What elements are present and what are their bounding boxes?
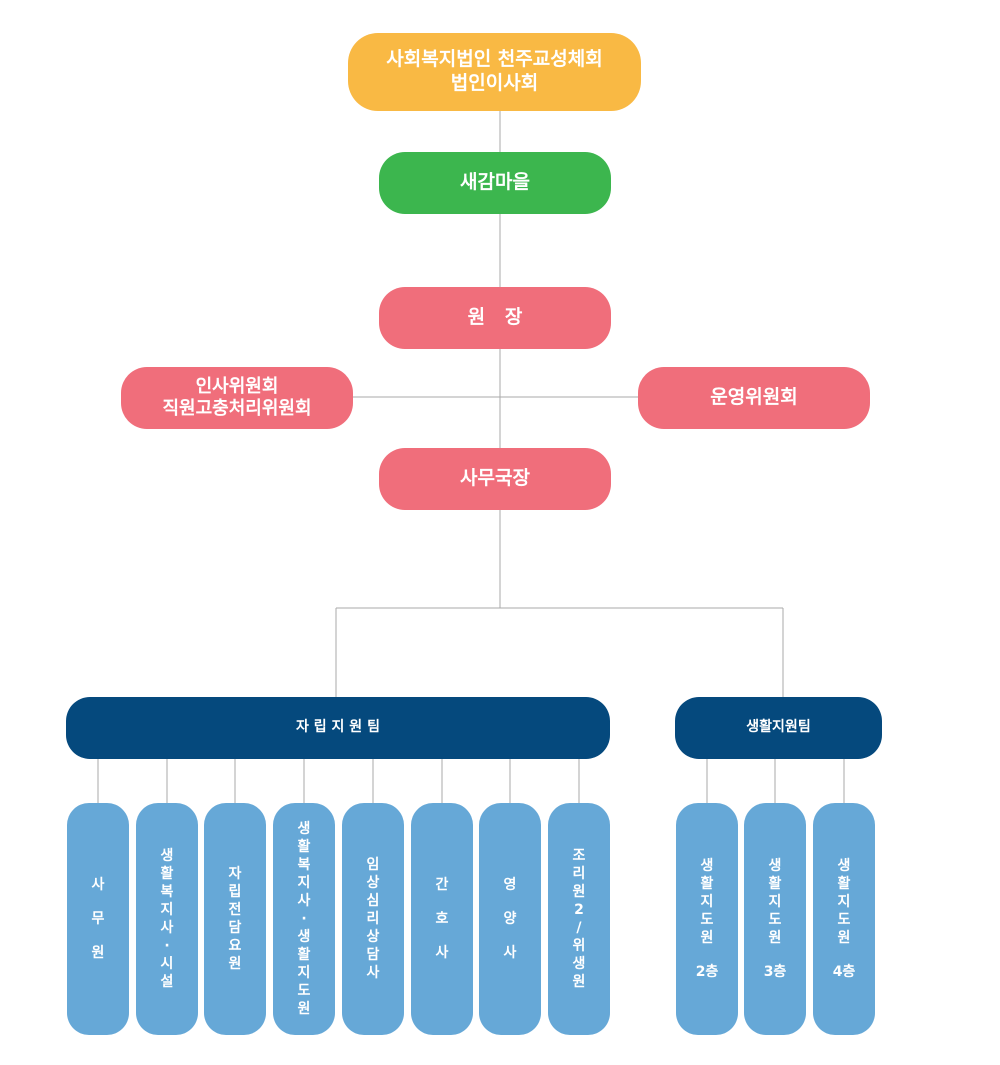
facility-node: 새감마을 bbox=[379, 152, 611, 214]
floor-label: 3층 bbox=[763, 964, 787, 980]
board-node: 사회복지법인 천주교성체회 법인이사회 bbox=[348, 33, 641, 111]
board-label: 사회복지법인 천주교성체회 법인이사회 bbox=[386, 48, 603, 94]
committee-left-node: 인사위원회 직원고충처리위원회 bbox=[121, 367, 353, 429]
floor-label: 2층 bbox=[695, 964, 719, 980]
floor-label: 4층 bbox=[832, 964, 856, 980]
committee-right-label: 운영위원회 bbox=[710, 386, 798, 409]
director-label: 원 장 bbox=[467, 306, 523, 329]
director-node: 원 장 bbox=[379, 287, 611, 349]
committee-right-node: 운영위원회 bbox=[638, 367, 870, 429]
secretary-label: 사무국장 bbox=[460, 467, 530, 490]
team-living-label: 생활지원팀 bbox=[746, 719, 811, 736]
secretary-node: 사무국장 bbox=[379, 448, 611, 510]
committee-left-label: 인사위원회 직원고충처리위원회 bbox=[162, 375, 312, 420]
team-living-node: 생활지원팀 bbox=[675, 697, 882, 759]
facility-label: 새감마을 bbox=[460, 171, 530, 194]
team-independent-label: 자 립 지 원 팀 bbox=[296, 719, 380, 736]
team-independent-node: 자 립 지 원 팀 bbox=[66, 697, 610, 759]
